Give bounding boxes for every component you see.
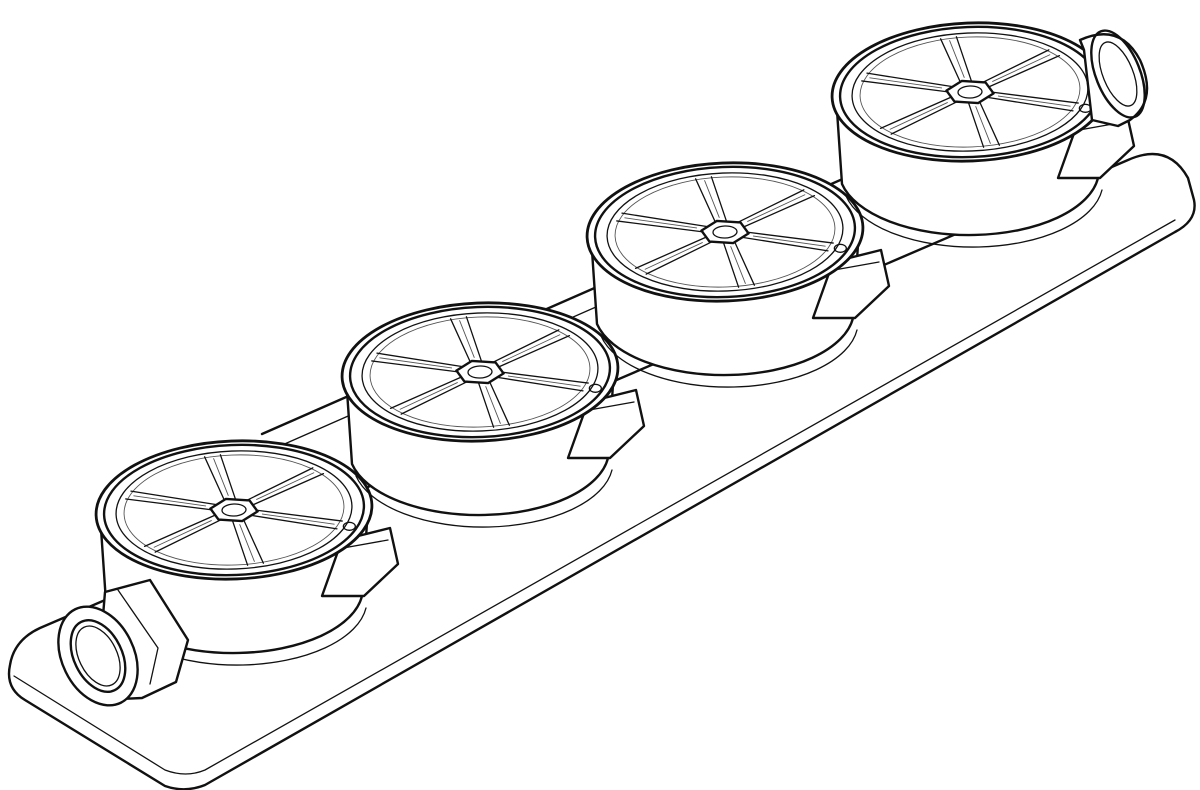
housing-units (94, 21, 1136, 666)
housing-unit-3 (585, 161, 891, 388)
fitting-left (57, 578, 190, 707)
housing-unit-2 (340, 301, 646, 528)
housing-unit-4 (830, 21, 1136, 248)
fitting-right (1078, 29, 1149, 128)
